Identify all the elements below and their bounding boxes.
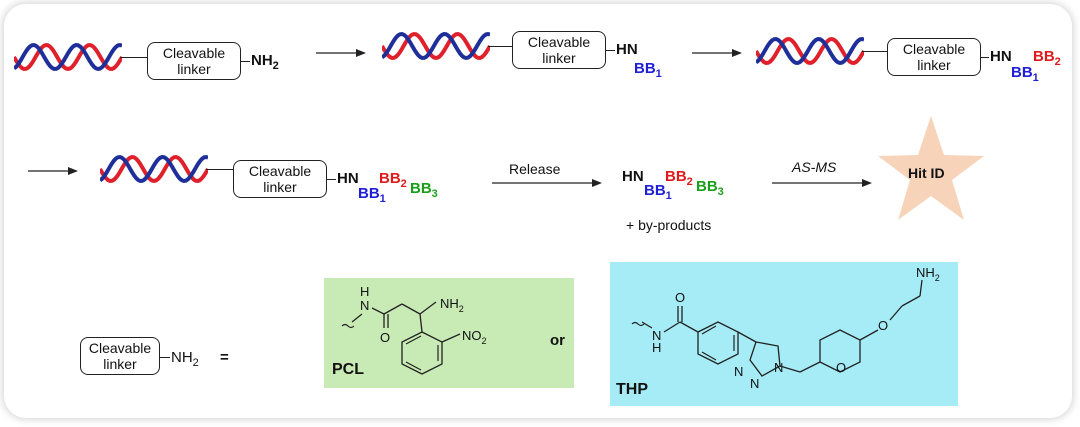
pcl-structure-panel: H N O NH2 NO2 PCL: [324, 278, 574, 388]
hn-group: HN: [616, 41, 638, 58]
pcl-nitro: NO2: [462, 328, 487, 346]
pcl-amine: NH2: [440, 296, 464, 314]
tether-line: [120, 57, 148, 59]
equals-sign: =: [220, 349, 229, 366]
bb1-label: BB1: [634, 60, 662, 80]
tether-line: [488, 46, 513, 48]
bond-line: [241, 61, 250, 63]
linker-text-2: linker: [917, 57, 951, 73]
thp-triazole-n1: N: [774, 360, 783, 375]
bond-line: [606, 50, 615, 52]
cleavable-linker-box: Cleavable linker: [80, 337, 160, 375]
pcl-n: N: [360, 298, 369, 313]
thp-h: H: [652, 340, 661, 355]
byproducts-label: + by-products: [626, 217, 712, 233]
bond-line: [981, 57, 989, 59]
pcl-structure-drawing: H N O NH2 NO2 PCL: [332, 284, 487, 378]
bond-line: [327, 179, 336, 181]
tether-line: [206, 169, 234, 171]
hn-group: HN: [990, 48, 1012, 65]
thp-structure-drawing: N H O N N N O O: [616, 265, 940, 398]
bb1-label: BB1: [358, 185, 386, 205]
linker-text-1: Cleavable: [902, 41, 966, 57]
linker-text-1: Cleavable: [162, 45, 226, 61]
amine-group: NH2: [251, 52, 279, 72]
thp-ether-o: O: [878, 318, 888, 333]
thp-structure-panel: N H O N N N O O: [610, 262, 958, 406]
bb2-label: BB2: [379, 170, 407, 190]
dna-helix-icon: [100, 154, 208, 184]
amine-group: NH2: [171, 349, 199, 369]
asms-arrow: [772, 176, 872, 188]
hit-id-label: Hit ID: [908, 165, 945, 181]
dna-helix-icon: [14, 42, 122, 72]
linker-text-2: linker: [177, 61, 211, 77]
figure-frame: Cleavable linker NH2 Cleavable linker HN…: [4, 4, 1072, 418]
dna-strand: [100, 154, 208, 184]
star-icon: [878, 116, 984, 220]
linker-text-2: linker: [263, 179, 297, 195]
tether-line: [862, 51, 888, 53]
bb2-label: BB2: [1033, 48, 1061, 68]
thp-amine: NH2: [916, 265, 940, 283]
thp-o: O: [675, 290, 685, 305]
asms-label: AS-MS: [792, 159, 837, 175]
thp-n: N: [652, 328, 661, 343]
release-label: Release: [509, 161, 561, 177]
bond-line: [160, 357, 170, 359]
cleavable-linker-box: Cleavable linker: [147, 42, 241, 80]
cleavable-linker-box: Cleavable linker: [233, 160, 327, 198]
reaction-arrow: [316, 46, 366, 58]
bb2-label: BB2: [665, 168, 693, 188]
hn-group: HN: [337, 170, 359, 187]
hn-group: HN: [622, 168, 644, 185]
or-label: or: [550, 332, 565, 349]
dna-strand: [382, 31, 490, 61]
thp-triazole-n3: N: [734, 364, 743, 379]
cleavable-linker-box: Cleavable linker: [512, 31, 606, 69]
bb3-label: BB3: [410, 180, 438, 200]
thp-ring-o: O: [836, 360, 846, 375]
reaction-arrow: [28, 164, 78, 176]
reaction-arrow: [692, 46, 742, 58]
linker-text-1: Cleavable: [527, 34, 591, 50]
pcl-name: PCL: [332, 361, 364, 378]
linker-text-2: linker: [542, 50, 576, 66]
dna-strand: [756, 36, 864, 66]
dna-strand: [14, 42, 122, 72]
bb1-label: BB1: [1011, 64, 1039, 84]
linker-text-2: linker: [103, 356, 137, 372]
dna-helix-icon: [756, 36, 864, 66]
pcl-o: O: [380, 330, 390, 345]
dna-helix-icon: [382, 31, 490, 61]
cleavable-linker-box: Cleavable linker: [887, 38, 981, 76]
release-arrow: [492, 176, 602, 188]
bb1-label: BB1: [644, 182, 672, 202]
linker-text-1: Cleavable: [248, 163, 312, 179]
linker-text-1: Cleavable: [88, 340, 152, 356]
bb3-label: BB3: [696, 178, 724, 198]
pcl-h: H: [360, 284, 369, 299]
thp-name: THP: [616, 381, 648, 398]
thp-triazole-n2: N: [750, 376, 759, 391]
